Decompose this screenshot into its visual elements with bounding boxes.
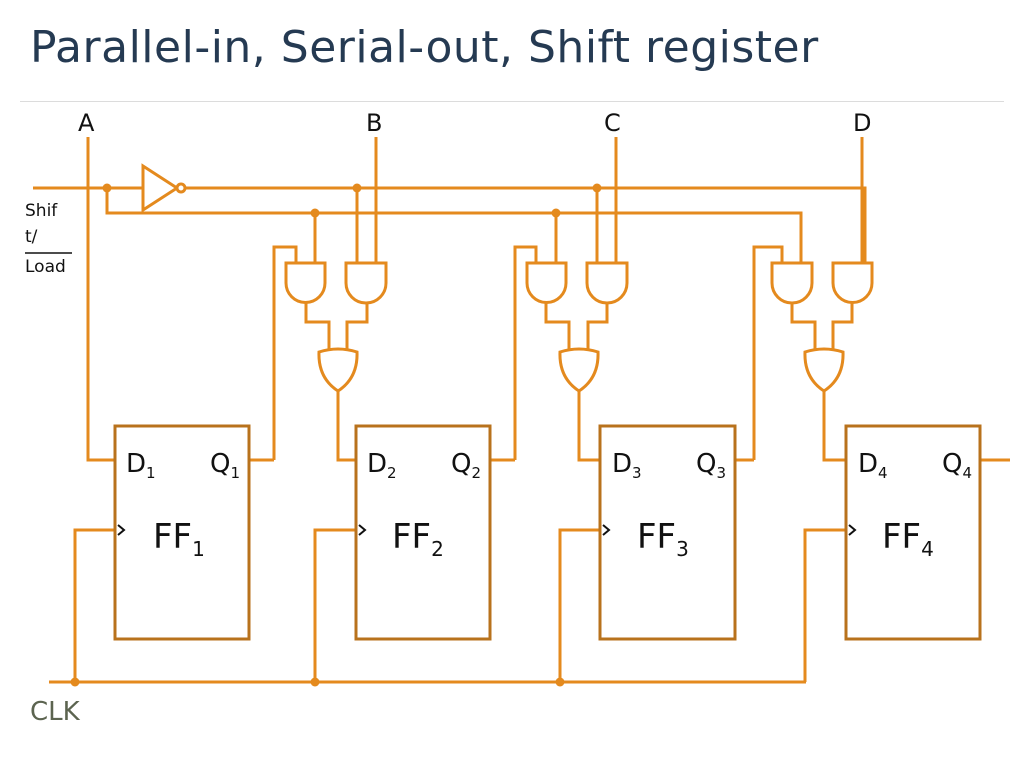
input-label-c: C: [604, 109, 621, 137]
and-gate: [344, 261, 388, 305]
wire-shift: [105, 188, 803, 263]
q-label: Q3: [696, 449, 726, 482]
and-gate: [525, 261, 568, 304]
wire-clk-ff1: [73, 528, 115, 682]
wire-q1-feedback: [272, 245, 298, 460]
wire-to-d4: [822, 391, 846, 462]
wire-load-bar: [185, 186, 867, 263]
clock-label: CLK: [30, 697, 81, 727]
d-label: D3: [612, 449, 642, 482]
inverter-gate: [141, 163, 180, 213]
and-gate: [831, 261, 874, 304]
wire-to-d2: [336, 391, 356, 462]
q-label: Q2: [451, 449, 481, 482]
input-label-a: A: [78, 109, 95, 137]
ff-label: FF3: [637, 517, 689, 561]
clock-edge-icon: [117, 524, 126, 536]
clock-edge-icon: [358, 524, 367, 536]
flipflop-4: D4 Q4 FF4: [844, 424, 982, 641]
title-divider: [20, 101, 1004, 102]
wire-q2-feedback: [513, 245, 538, 460]
wire: [831, 302, 854, 352]
shift-load-label-1: Shif: [25, 201, 58, 221]
shift-load-label-2: t/: [25, 227, 38, 247]
junction-dot: [70, 677, 80, 687]
input-label-b: B: [366, 109, 382, 137]
inverter-bubble: [175, 182, 187, 194]
d-label: D2: [367, 449, 397, 482]
clock-edge-icon: [848, 524, 857, 536]
flipflop-1: D1 Q1 FF1: [113, 424, 251, 641]
wire-clk-ff4: [803, 528, 846, 682]
or-gate: [803, 347, 845, 393]
and-gate: [770, 261, 814, 305]
wire-input-a: [86, 137, 115, 462]
and-gate: [284, 261, 327, 304]
junction-dot: [310, 677, 320, 687]
wire: [790, 302, 817, 352]
wire-clk-ff2: [313, 528, 356, 682]
shift-load-label-3: Load: [25, 257, 66, 277]
ff-label: FF2: [392, 517, 444, 561]
wire: [544, 302, 571, 352]
ff-label: FF4: [882, 517, 934, 561]
wire: [304, 302, 331, 352]
ff-label: FF1: [153, 517, 205, 561]
and-gate: [585, 261, 629, 305]
or-gate: [558, 347, 600, 393]
input-label-d: D: [853, 109, 871, 137]
q-label: Q4: [942, 449, 972, 482]
d-label: D1: [126, 449, 156, 482]
wire: [345, 302, 369, 352]
flipflop-2: D2 Q2 FF2: [354, 424, 492, 641]
flipflop-3: D3 Q3 FF3: [598, 424, 737, 641]
wire-to-d3: [577, 391, 600, 462]
page-title: Parallel-in, Serial-out, Shift register: [30, 22, 819, 73]
clock-edge-icon: [602, 524, 611, 536]
wire-q3-feedback: [752, 245, 784, 460]
wire: [586, 302, 609, 352]
q-label: Q1: [210, 449, 240, 482]
junction-dot: [555, 677, 565, 687]
d-label: D4: [858, 449, 888, 482]
or-gate: [317, 347, 359, 393]
wire-clk-ff3: [558, 528, 600, 682]
